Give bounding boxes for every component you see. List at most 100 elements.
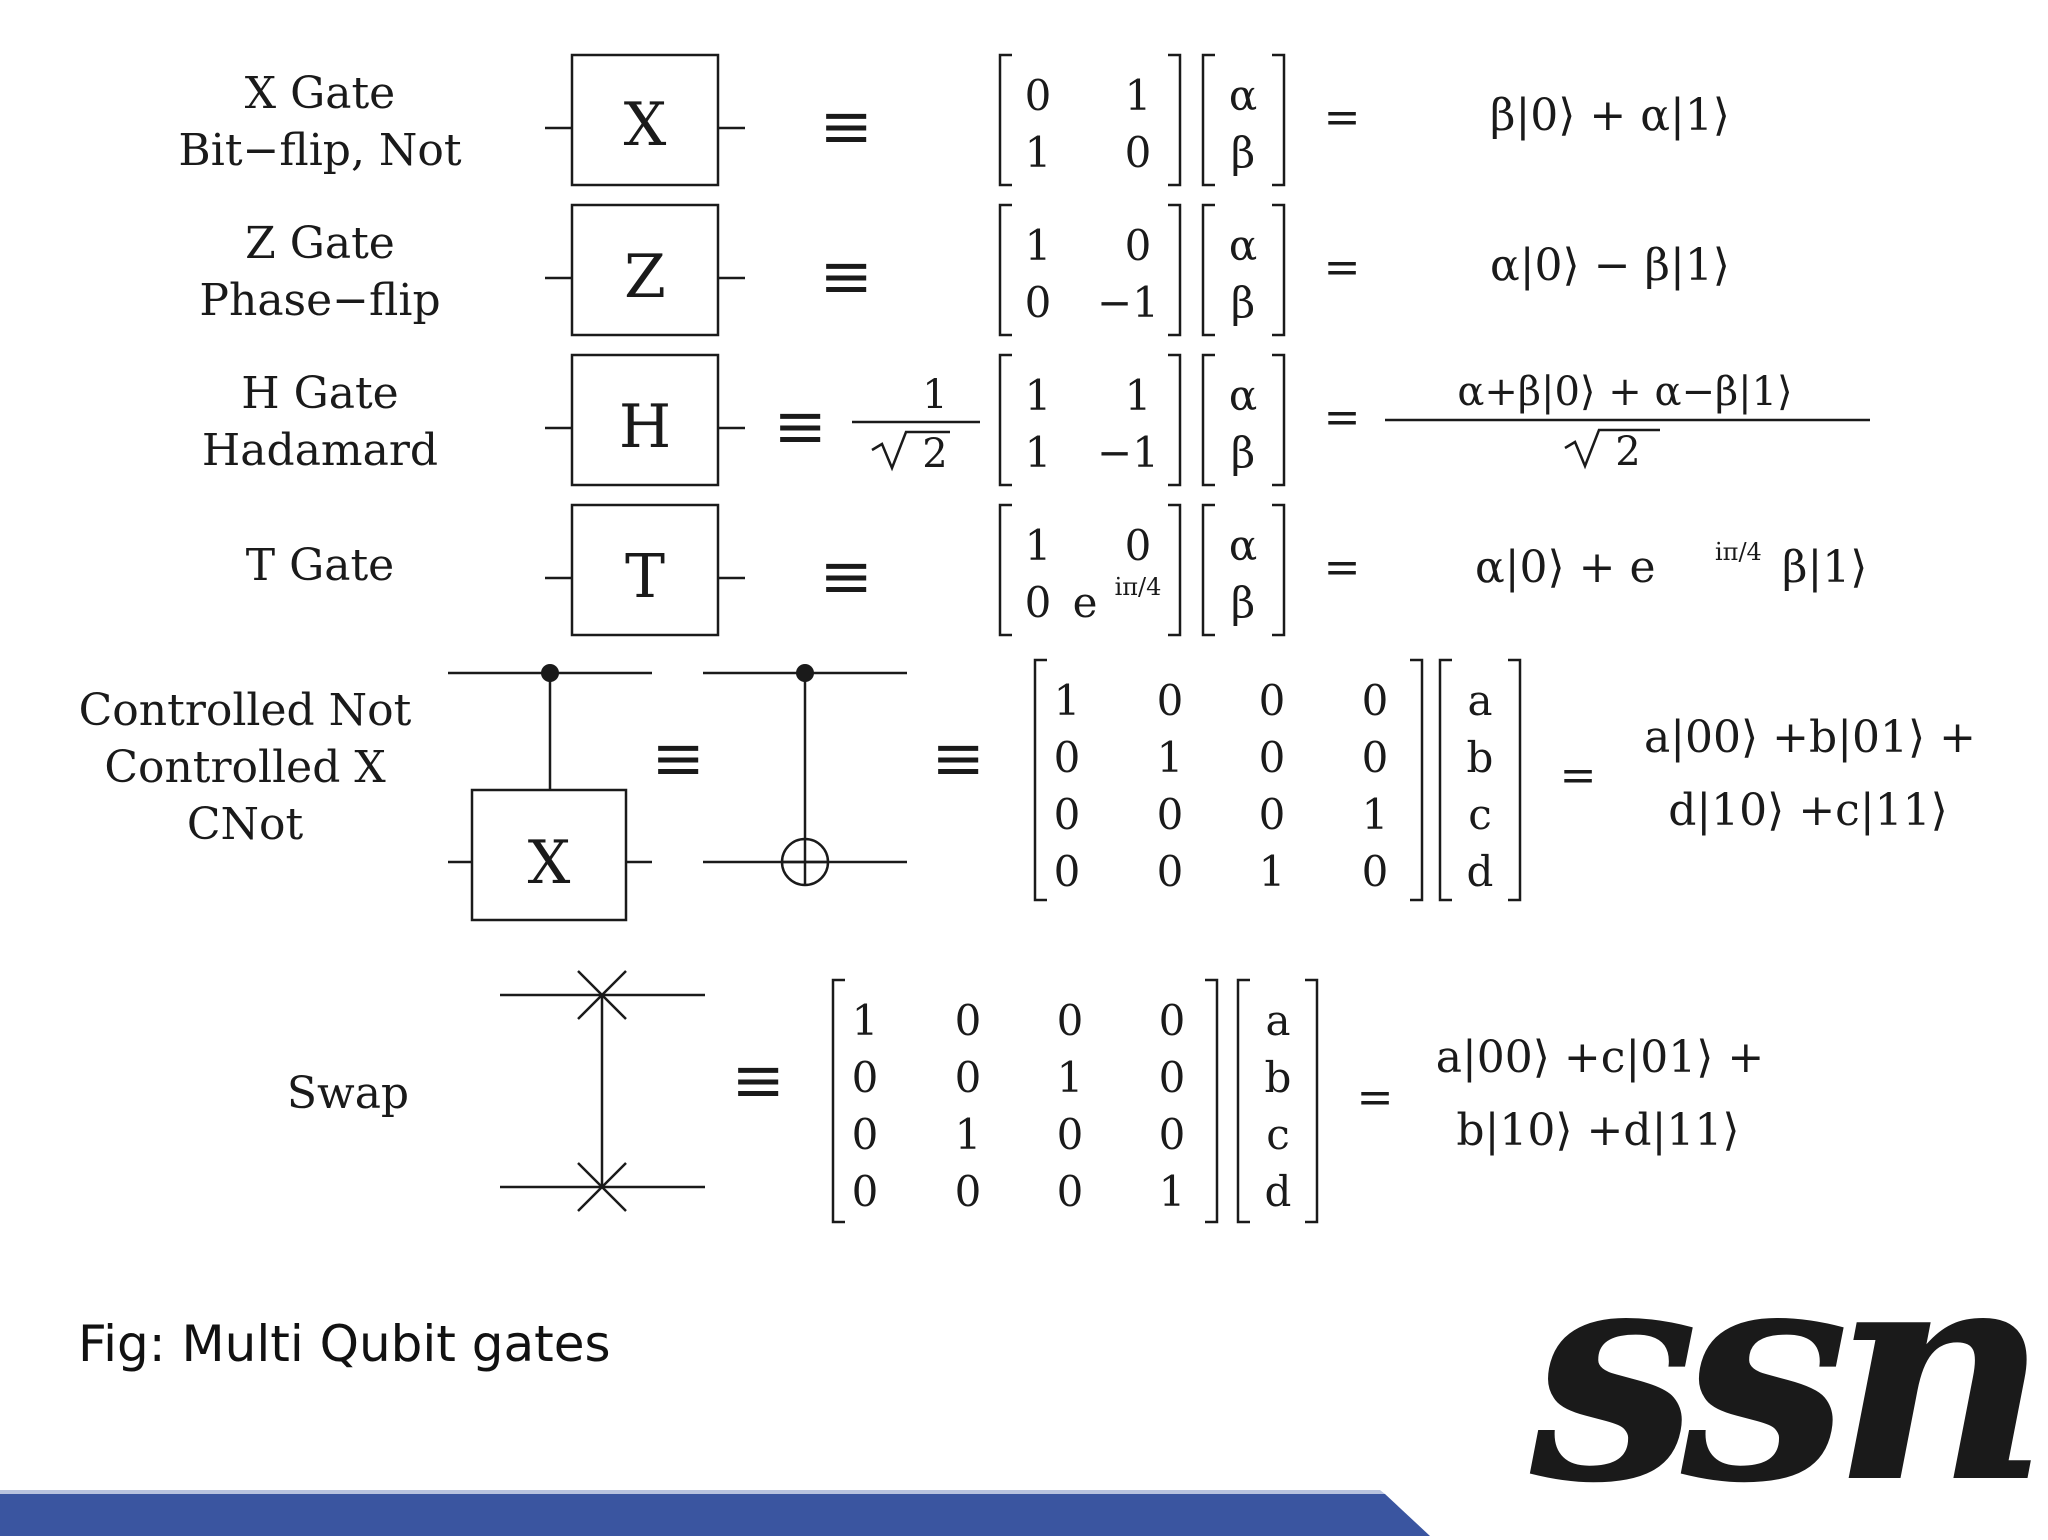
z-matrix-11: −1 — [1097, 278, 1159, 327]
cnot-vector-3: d — [1467, 847, 1494, 896]
swap-vector-3: d — [1265, 1167, 1292, 1216]
cnot-matrix-12: 0 — [1259, 733, 1286, 782]
swap-matrix-03: 0 — [1159, 996, 1186, 1045]
z-matrix-00: 1 — [1025, 221, 1052, 270]
swap-cross-bottom — [577, 1162, 627, 1212]
cnot-matrix-21: 0 — [1157, 790, 1184, 839]
swap-matrix-02: 0 — [1057, 996, 1084, 1045]
h-matrix-01: 1 — [1125, 371, 1152, 420]
z-gate-equiv: ≡ — [819, 240, 873, 314]
h-gate-box — [570, 353, 720, 487]
swap-matrix-30: 0 — [852, 1167, 879, 1216]
cnot-matrix-33: 0 — [1362, 847, 1389, 896]
t-vector-0: α — [1229, 521, 1257, 570]
cnot-control-dot — [541, 664, 559, 682]
swap-label: Swap — [287, 1068, 409, 1119]
t-result-part-a: α|0⟩ + e — [1475, 542, 1656, 593]
t-gate-symbol: T — [625, 542, 665, 612]
z-vector-1: β — [1231, 278, 1255, 327]
swap-equiv: ≡ — [731, 1044, 785, 1118]
t-gate-equiv: ≡ — [819, 540, 873, 614]
cnot-x-symbol: X — [528, 828, 571, 898]
z-gate-row: Z Gate Phase−flip Z ≡ 1 0 0 −1 α β = α|0… — [199, 203, 1730, 337]
swap-matrix-23: 0 — [1159, 1110, 1186, 1159]
swap-vector-0: a — [1265, 996, 1290, 1045]
cnot-target-circuit — [703, 671, 907, 887]
swap-vector-1: b — [1265, 1053, 1292, 1102]
h-gate-symbol: H — [619, 392, 671, 462]
h-gate-equiv: ≡ — [773, 390, 827, 464]
z-gate-label-2: Phase−flip — [199, 275, 440, 326]
swap-matrix-01: 0 — [955, 996, 982, 1045]
swap-matrix-12: 1 — [1057, 1053, 1084, 1102]
x-vector-1: β — [1231, 128, 1255, 177]
cnot-row: Controlled Not Controlled X CNot X ≡ ≡ — [79, 658, 1976, 922]
h-vector-0: α — [1229, 371, 1257, 420]
cnot-vector-0: a — [1467, 676, 1492, 725]
x-matrix-11: 0 — [1125, 128, 1152, 177]
cnot-result-line-1: a|00⟩ +b|01⟩ + — [1644, 712, 1976, 763]
x-gate-row: X Gate Bit−flip, Not X ≡ 0 1 1 0 α β = β… — [178, 53, 1730, 187]
t-matrix-01: 0 — [1125, 521, 1152, 570]
swap-matrix-31: 0 — [955, 1167, 982, 1216]
cnot-matrix-30: 0 — [1054, 847, 1081, 896]
swap-result-line-2: b|10⟩ +d|11⟩ — [1456, 1105, 1739, 1156]
t-result-part-b: β|1⟩ — [1782, 542, 1867, 593]
h-result-bar — [1385, 418, 1870, 470]
x-matrix-10: 1 — [1025, 128, 1052, 177]
x-gate-symbol: X — [624, 90, 667, 160]
t-result-exponent: iπ/4 — [1715, 538, 1762, 566]
cnot-matrix-02: 0 — [1259, 676, 1286, 725]
swap-matrix-11: 0 — [955, 1053, 982, 1102]
h-gate-row: H Gate Hadamard H ≡ 1 2 1 1 1 −1 α β = α… — [202, 353, 1870, 487]
cnot-vector-2: c — [1468, 790, 1492, 839]
x-gate-label-2: Bit−flip, Not — [178, 125, 462, 176]
x-gate-equiv: ≡ — [819, 90, 873, 164]
h-prefactor-bar — [852, 420, 980, 472]
h-matrix-00: 1 — [1025, 371, 1052, 420]
x-equals: = — [1324, 92, 1361, 143]
cnot-matrix-22: 0 — [1259, 790, 1286, 839]
cnot-matrix-01: 0 — [1157, 676, 1184, 725]
z-gate-symbol: Z — [624, 242, 666, 312]
t-equals: = — [1324, 542, 1361, 593]
cnot-matrix-32: 1 — [1259, 847, 1286, 896]
h-gate-label-1: H Gate — [241, 368, 398, 419]
cnot-matrix-20: 0 — [1054, 790, 1081, 839]
h-matrix-11: −1 — [1097, 428, 1159, 477]
t-gate-box — [570, 503, 720, 637]
t-matrix-phase-exponent: iπ/4 — [1115, 573, 1162, 601]
x-matrix-01: 1 — [1125, 71, 1152, 120]
swap-matrix-13: 0 — [1159, 1053, 1186, 1102]
swap-cross-top — [577, 970, 627, 1020]
z-gate-box — [570, 203, 720, 337]
h-matrix-10: 1 — [1025, 428, 1052, 477]
t-matrix-11: e — [1073, 578, 1098, 627]
t-matrix-00: 1 — [1025, 521, 1052, 570]
z-equals: = — [1324, 242, 1361, 293]
cnot-vector-1: b — [1467, 733, 1494, 782]
z-result: α|0⟩ − β|1⟩ — [1490, 240, 1730, 291]
h-result-denominator: 2 — [1615, 429, 1640, 475]
h-prefactor-den: 2 — [922, 431, 947, 477]
footer-band — [0, 1490, 1430, 1536]
cnot-result-line-2: d|10⟩ +c|11⟩ — [1668, 785, 1948, 836]
cnot-matrix-03: 0 — [1362, 676, 1389, 725]
cnot-label-2: Controlled X — [104, 742, 386, 793]
cnot-matrix-23: 1 — [1362, 790, 1389, 839]
x-gate-box — [570, 53, 720, 187]
cnot-matrix-10: 0 — [1054, 733, 1081, 782]
swap-matrix-21: 1 — [955, 1110, 982, 1159]
t-vector-1: β — [1231, 578, 1255, 627]
t-matrix-10: 0 — [1025, 578, 1052, 627]
t-gate-label: T Gate — [246, 540, 394, 591]
figure-caption: Fig: Multi Qubit gates — [78, 1315, 611, 1373]
cnot-label-1: Controlled Not — [79, 685, 412, 736]
swap-matrix-32: 0 — [1057, 1167, 1084, 1216]
x-gate-label-1: X Gate — [245, 68, 395, 119]
cnot-control-dot-2 — [796, 664, 814, 682]
z-vector-0: α — [1229, 221, 1257, 270]
z-gate-label-1: Z Gate — [245, 218, 395, 269]
h-vector-1: β — [1231, 428, 1255, 477]
swap-row: Swap ≡ 1 0 0 0 0 0 1 0 0 1 — [287, 970, 1764, 1224]
